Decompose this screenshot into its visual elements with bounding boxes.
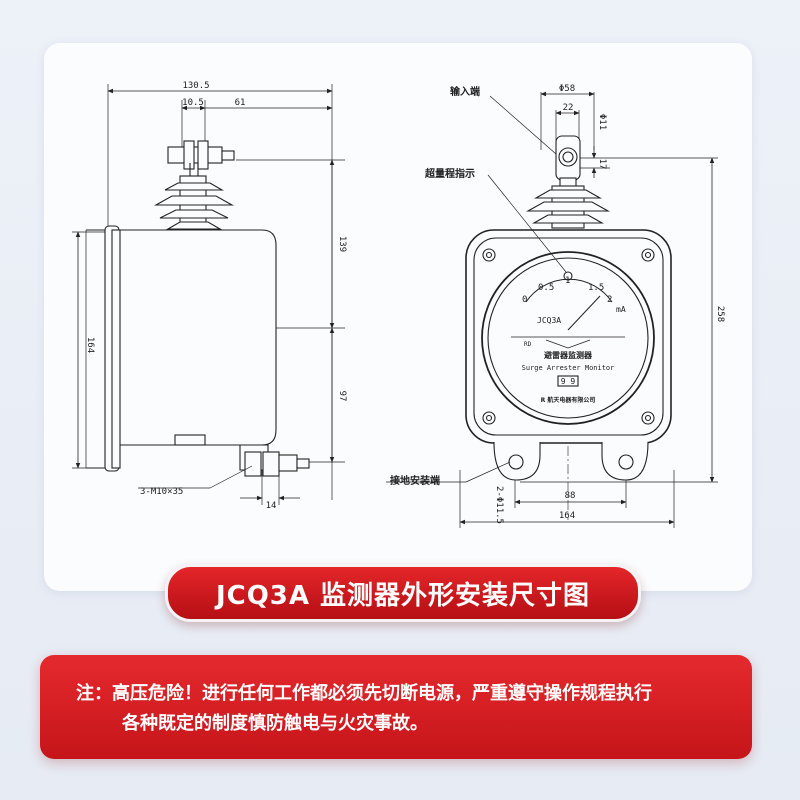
dim-hole-spacing: 88 bbox=[565, 491, 576, 501]
dim-bolt-offset: 14 bbox=[266, 501, 277, 511]
notice-line-2: 各种既定的制度慎防触电与火灾事故。 bbox=[122, 713, 428, 734]
meter-model: JCQ3A bbox=[537, 316, 561, 325]
label-over-range: 超量程指示 bbox=[424, 167, 475, 180]
meter-name-en: Surge Arrester Monitor bbox=[522, 364, 615, 372]
meter-counter: 9 9 bbox=[561, 377, 576, 386]
label-ground-terminal: 接地安装端 bbox=[390, 474, 440, 487]
scale-label-0: 0 bbox=[522, 295, 527, 305]
dim-half-width: 61 bbox=[235, 98, 246, 108]
scale-label-1-5: 1.5 bbox=[588, 283, 604, 293]
dim-hole-offset: 17 bbox=[597, 159, 607, 170]
scale-unit: mA bbox=[616, 305, 626, 314]
dim-hole-diameter: Φ11 bbox=[597, 114, 607, 130]
dim-mount-holes: 2-Φ11.5 bbox=[494, 486, 504, 524]
dim-bolt-spec: 3-M10×35 bbox=[140, 487, 183, 497]
scale-label-0-5: 0.5 bbox=[538, 283, 554, 293]
scale-label-1: 1 bbox=[565, 276, 570, 286]
front-view bbox=[386, 91, 718, 528]
meter-face: 0 0.5 1 1.5 2 mA JCQ3A RD 避雷器监测器 Surge A… bbox=[522, 276, 626, 404]
notice-line-1: 注：高压危险！进行任何工作都必须先切断电源，严重遵守操作规程执行 bbox=[76, 683, 652, 704]
dim-top-diameter: Φ58 bbox=[559, 84, 575, 94]
dim-overall-width: 164 bbox=[559, 511, 575, 521]
dim-overall-height: 258 bbox=[715, 306, 725, 322]
dim-offset: 10.5 bbox=[182, 98, 204, 108]
diagram-title: JCQ3A 监测器外形安装尺寸图 bbox=[165, 564, 641, 622]
front-view-text: 输入端 超量程指示 接地安装端 Φ58 22 Φ11 17 258 2-Φ11.… bbox=[390, 84, 725, 524]
side-view bbox=[72, 84, 345, 505]
scale-label-2: 2 bbox=[607, 295, 612, 305]
dim-upper-height: 139 bbox=[337, 236, 347, 252]
dim-top-width: 22 bbox=[563, 103, 574, 113]
safety-notice: 注：高压危险！进行任何工作都必须先切断电源，严重遵守操作规程执行 各种既定的制度… bbox=[40, 655, 752, 759]
meter-maker: R 航天电器有限公司 bbox=[541, 396, 596, 404]
dim-overall-height: 164 bbox=[85, 337, 95, 353]
dim-lower-height: 97 bbox=[337, 391, 347, 402]
dim-overall-width: 130.5 bbox=[182, 81, 209, 91]
side-view-dimensions: 130.5 10.5 61 139 97 164 3-M10×35 14 bbox=[85, 81, 347, 511]
label-input-terminal: 输入端 bbox=[450, 85, 480, 98]
meter-mark: RD bbox=[524, 341, 532, 348]
meter-name-cn: 避雷器监测器 bbox=[544, 350, 593, 360]
